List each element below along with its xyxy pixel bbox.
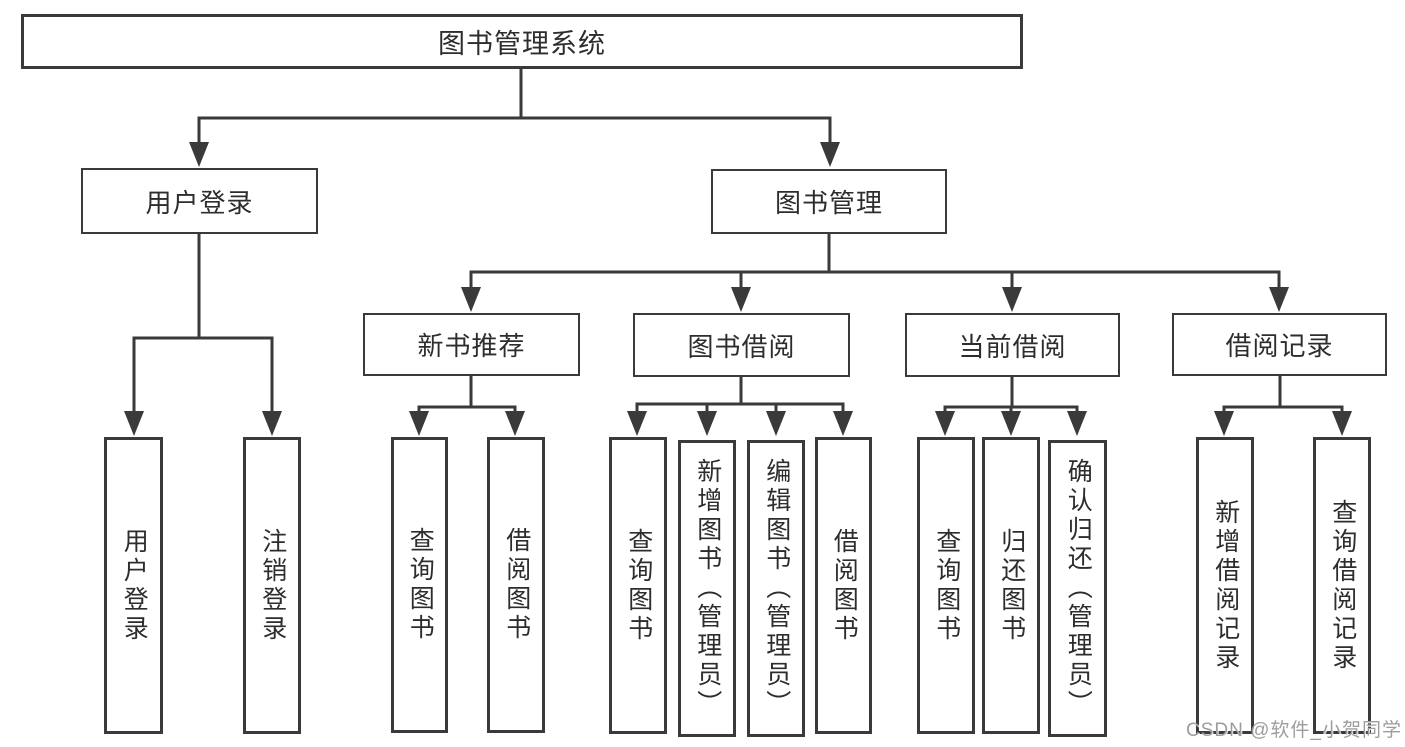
node-recommend-query-book: 查询图书 [391,437,448,733]
node-book-borrowing: 图书借阅 [633,313,850,377]
arrowhead [1332,411,1352,436]
arrowhead [1214,411,1234,436]
arrowhead [935,411,955,436]
node-label: 新增借阅记录 [1211,498,1240,673]
node-book-management: 图书管理 [711,169,947,234]
arrowhead [262,411,282,436]
node-add-book-admin: 新增图书（管理员） [678,440,736,737]
arrowhead [409,411,429,436]
node-label: 用户登录 [145,187,254,218]
node-label: 新增图书（管理员） [693,458,722,719]
node-add-borrow-record: 新增借阅记录 [1196,437,1254,734]
node-current-query-book: 查询图书 [917,437,975,734]
node-current-borrowing: 当前借阅 [905,313,1120,377]
node-new-book-recommend: 新书推荐 [363,313,580,376]
arrowhead [461,287,481,312]
node-label: 查询图书 [406,527,435,643]
csdn-watermark: CSDN @软件_小贺同学 [1186,720,1402,741]
node-return-book: 归还图书 [982,437,1040,734]
node-label: 确认归还（管理员） [1064,458,1093,719]
node-label: 借阅图书 [830,527,859,644]
node-label: 借阅记录 [1225,331,1334,361]
node-label: 注销登录 [258,527,287,644]
node-label: 借阅图书 [502,527,531,643]
node-label: 用户登录 [120,527,149,644]
node-user-login: 用户登录 [104,437,163,734]
arrowhead [189,142,209,167]
node-library-system: 图书管理系统 [21,14,1023,69]
arrowhead [731,287,751,312]
node-label: 图书管理系统 [438,29,606,59]
node-query-borrow-record: 查询借阅记录 [1313,437,1371,734]
arrowhead [833,411,853,436]
node-borrowing-borrow-book: 借阅图书 [815,437,872,734]
arrowhead [766,411,786,436]
node-edit-book-admin: 编辑图书（管理员） [747,440,805,737]
node-label: 编辑图书（管理员） [762,458,791,719]
arrowhead [1067,411,1087,436]
node-label: 图书借阅 [687,331,796,362]
node-label: 新书推荐 [417,331,526,361]
node-label: 查询图书 [932,527,961,644]
node-label: 归还图书 [997,527,1026,644]
node-borrowing-query-book: 查询图书 [609,437,667,734]
node-label: 图书管理 [774,188,883,218]
node-logout: 注销登录 [243,437,301,734]
arrowhead [820,142,840,167]
arrowhead [697,411,717,436]
node-label: 查询图书 [624,527,653,644]
node-label: 查询借阅记录 [1328,498,1357,673]
arrowhead [627,411,647,436]
node-borrow-records: 借阅记录 [1172,313,1387,376]
arrowhead [1001,411,1021,436]
node-user-login-branch: 用户登录 [81,168,318,234]
node-confirm-return-admin: 确认归还（管理员） [1048,440,1107,737]
arrowhead [124,411,144,436]
node-recommend-borrow-book: 借阅图书 [487,437,545,733]
arrowhead [505,411,525,436]
arrowhead [1002,287,1022,312]
arrowhead [1269,287,1289,312]
node-label: 当前借阅 [958,331,1067,362]
